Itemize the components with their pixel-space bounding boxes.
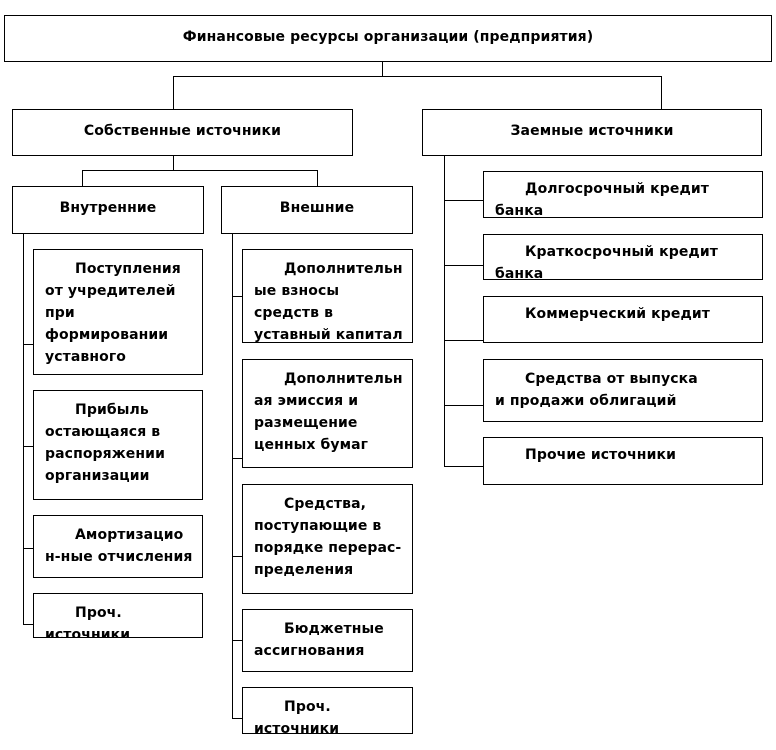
borrowed-sources-title: Заемные источники xyxy=(510,123,674,139)
root-title: Финансовые ресурсы организации (предприя… xyxy=(182,29,594,45)
borrowed-item-label: Долгосрочный кредит банка xyxy=(495,181,709,218)
internal-item: Проч. источники xyxy=(33,593,203,638)
connector xyxy=(232,458,242,459)
borrowed-item: Краткосрочный кредит банка xyxy=(483,234,763,280)
connector xyxy=(444,155,445,467)
connector xyxy=(173,76,662,77)
connector xyxy=(23,344,33,345)
internal-item: Амортизацио н-ные отчисления xyxy=(33,515,203,578)
connector xyxy=(82,170,318,171)
external-item-label: Бюджетные ассигнования xyxy=(254,621,384,659)
connector xyxy=(661,76,662,109)
connector xyxy=(232,556,242,557)
internal-node: Внутренние xyxy=(12,186,204,234)
external-item: Проч. источники xyxy=(242,687,413,734)
own-sources-node: Собственные источники xyxy=(12,109,353,156)
borrowed-item: Коммерческий кредит xyxy=(483,296,763,343)
internal-item: Прибыль остающаяся в распоряжении органи… xyxy=(33,390,203,500)
internal-item-label: Прибыль остающаяся в распоряжении органи… xyxy=(45,402,165,484)
connector xyxy=(444,200,483,201)
connector xyxy=(444,466,483,467)
external-item: Средства, поступающие в порядке перерас-… xyxy=(242,484,413,594)
connector xyxy=(23,446,33,447)
borrowed-item-label: Краткосрочный кредит банка xyxy=(495,244,718,280)
connector xyxy=(23,548,33,549)
external-item: Дополнительн ая эмиссия и размещение цен… xyxy=(242,359,413,468)
connector xyxy=(444,265,483,266)
borrowed-item-label: Средства от выпуска и продажи облигаций xyxy=(495,371,698,409)
internal-title: Внутренние xyxy=(59,200,157,216)
external-item-label: Проч. источники xyxy=(254,699,340,734)
borrowed-item: Средства от выпуска и продажи облигаций xyxy=(483,359,763,422)
connector xyxy=(82,170,83,186)
borrowed-item: Прочие источники xyxy=(483,437,763,485)
root-node: Финансовые ресурсы организации (предприя… xyxy=(4,15,772,62)
borrowed-sources-node: Заемные источники xyxy=(422,109,762,156)
connector xyxy=(317,170,318,186)
borrowed-item-label: Прочие источники xyxy=(525,447,676,463)
internal-item-label: Амортизацио н-ные отчисления xyxy=(45,527,193,565)
connector xyxy=(444,405,483,406)
borrowed-item: Долгосрочный кредит банка xyxy=(483,171,763,218)
external-item-label: Средства, поступающие в порядке перерас-… xyxy=(254,496,402,578)
connector xyxy=(444,340,483,341)
own-sources-title: Собственные источники xyxy=(83,123,282,139)
external-node: Внешние xyxy=(221,186,413,234)
external-item: Дополнительн ые взносы средств в уставны… xyxy=(242,249,413,343)
connector xyxy=(232,640,242,641)
connector xyxy=(382,62,383,77)
external-item-label: Дополнительн ая эмиссия и размещение цен… xyxy=(254,371,403,453)
borrowed-item-label: Коммерческий кредит xyxy=(525,306,711,322)
connector xyxy=(173,76,174,109)
external-item: Бюджетные ассигнования xyxy=(242,609,413,672)
external-item-label: Дополнительн ые взносы средств в уставны… xyxy=(254,261,403,343)
connector xyxy=(23,624,33,625)
connector xyxy=(173,155,174,170)
internal-item-label: Проч. источники xyxy=(45,605,131,638)
internal-item-label: Поступления от учредителей при формирова… xyxy=(45,261,181,365)
connector xyxy=(232,296,242,297)
connector xyxy=(232,718,242,719)
external-title: Внешние xyxy=(279,200,355,216)
internal-item: Поступления от учредителей при формирова… xyxy=(33,249,203,375)
connector xyxy=(232,233,233,719)
connector xyxy=(23,233,24,625)
